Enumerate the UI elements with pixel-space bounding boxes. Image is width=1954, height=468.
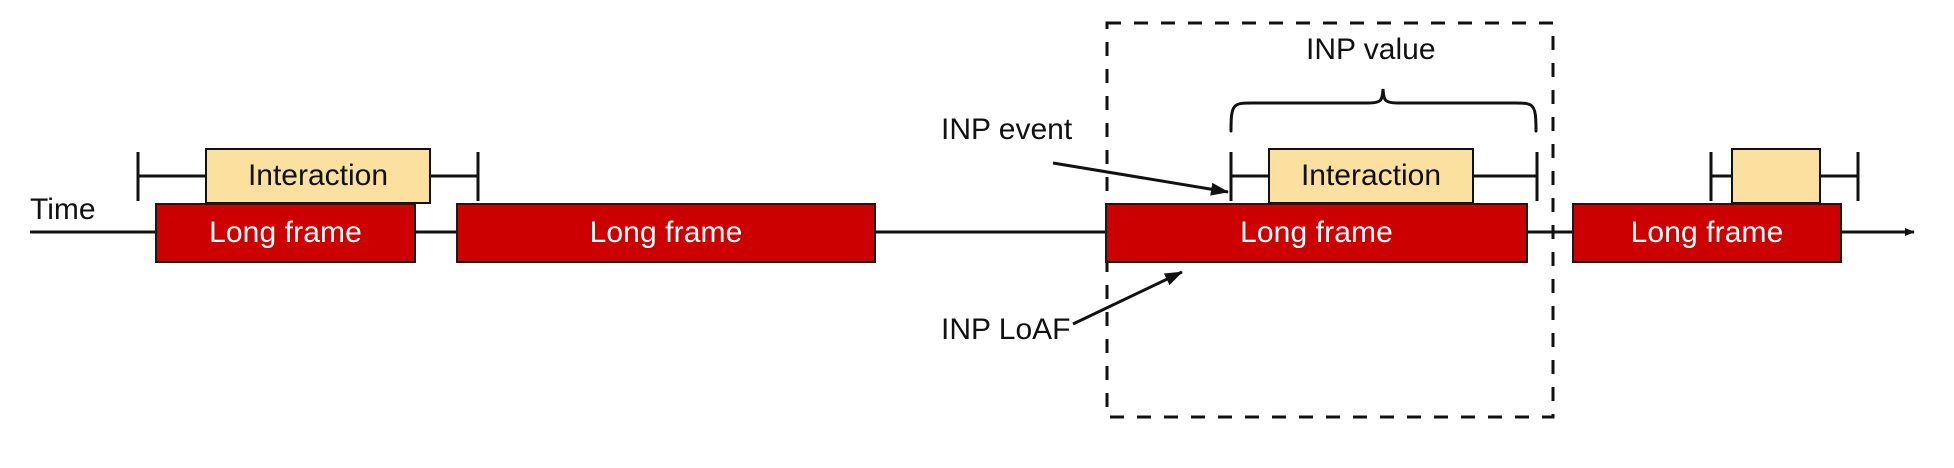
interaction-box-1[interactable]: Interaction [205,148,431,204]
interaction-box-3-label: Interaction [1300,159,1442,192]
inp-loaf-arrow [1072,270,1183,326]
long-frame-box-1-label: Long frame [209,216,362,249]
long-frame-box-2-label: Long frame [589,216,743,249]
long-frame-box-3[interactable]: Long frame [1105,203,1528,263]
interaction-whisker-4 [1709,152,1860,201]
inp-highlight-region [1105,21,1555,419]
inp-value-label: INP value [1306,33,1436,66]
interaction-whisker-1 [136,152,480,201]
inp-loaf-label: INP LoAF [941,313,1071,346]
interaction-box-4[interactable] [1731,148,1821,204]
time-axis-label: Time [30,193,96,226]
inp-event-label: INP event [941,113,1073,146]
long-frame-box-4[interactable]: Long frame [1572,203,1842,263]
long-frame-box-1[interactable]: Long frame [155,203,416,263]
long-frame-box-3-label: Long frame [1240,216,1393,249]
long-frame-box-4-label: Long frame [1630,216,1784,249]
long-frame-box-2[interactable]: Long frame [456,203,876,263]
interaction-whisker-3 [1229,152,1539,201]
interaction-box-3[interactable]: Interaction [1268,148,1474,204]
interaction-box-1-label: Interaction [247,159,389,192]
inp-event-arrow [1052,161,1229,196]
inp-value-brace [1229,88,1538,133]
